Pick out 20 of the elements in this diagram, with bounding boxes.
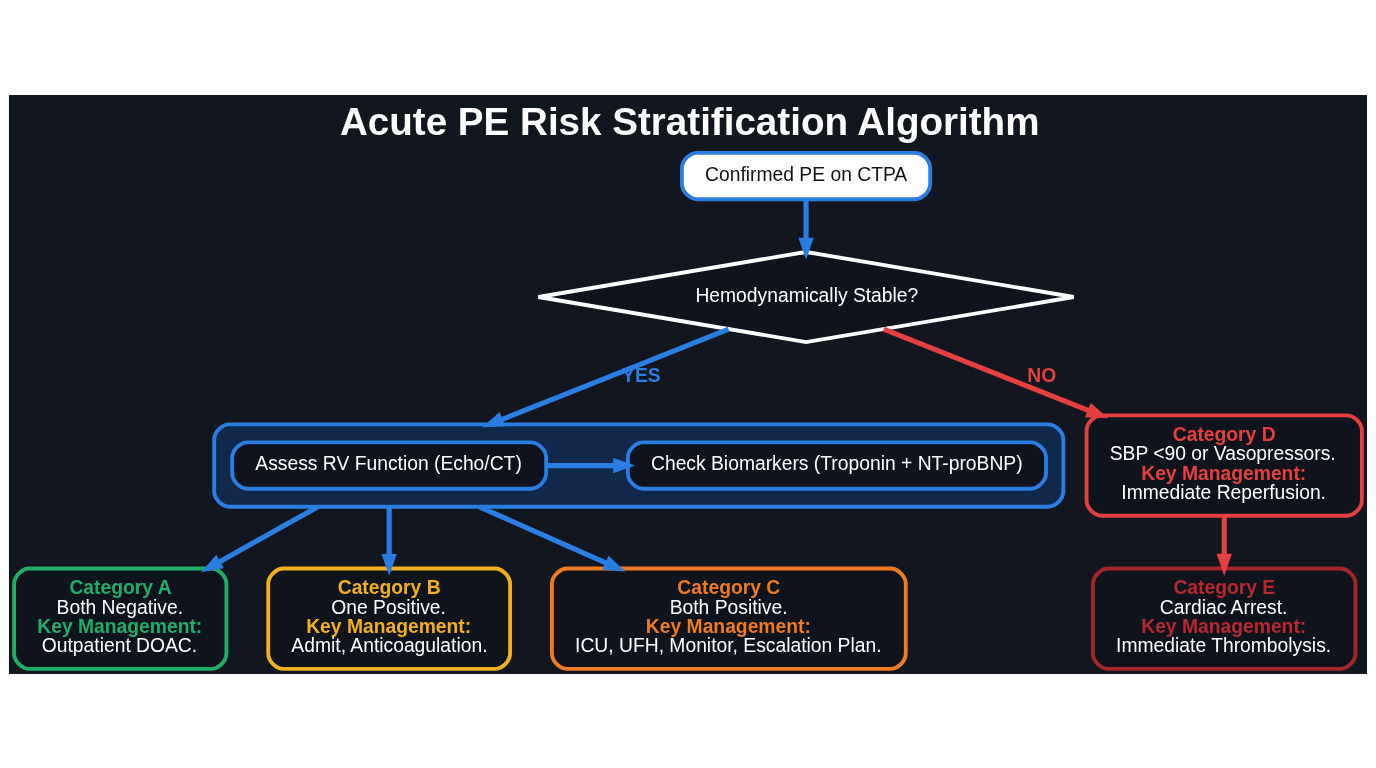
node-box: Category E Cardiac Arrest. Key Management: Immediate Thrombolysis. (1091, 566, 1358, 671)
edge-label: NO (1027, 364, 1057, 386)
node-box: Assess RV Function (Echo/CT) (230, 439, 549, 491)
arrow (798, 199, 814, 260)
node-box: Category C Both Positive. Key Management: ICU, UFH, Monitor, Escalation Plan. (550, 566, 908, 671)
arrow (478, 503, 626, 572)
arrow (546, 457, 636, 473)
node-box: Category B One Positive. Key Management: Admit, Anticoagulation. (266, 566, 513, 671)
node-box: Category A Both Negative. Key Management: Outpatient DOAC. (12, 566, 229, 671)
node-diamond: Hemodynamically Stable? (536, 249, 1076, 344)
arrow (200, 504, 320, 572)
cluster (212, 421, 1066, 509)
node-box: Check Biomarkers (Troponin + NT-proBNP) (625, 439, 1048, 491)
node-box: Confirmed PE on CTPA (679, 150, 933, 201)
arrow (381, 506, 397, 576)
arrow (882, 326, 1109, 418)
arrow (1216, 515, 1232, 576)
diagram-title: Acute PE Risk Stratification Algorithm (339, 99, 1040, 143)
arrow (482, 326, 730, 427)
node-box: Category D SBP <90 or Vasopressors. Key Management: Immediate Reperfusion. (1084, 412, 1364, 518)
